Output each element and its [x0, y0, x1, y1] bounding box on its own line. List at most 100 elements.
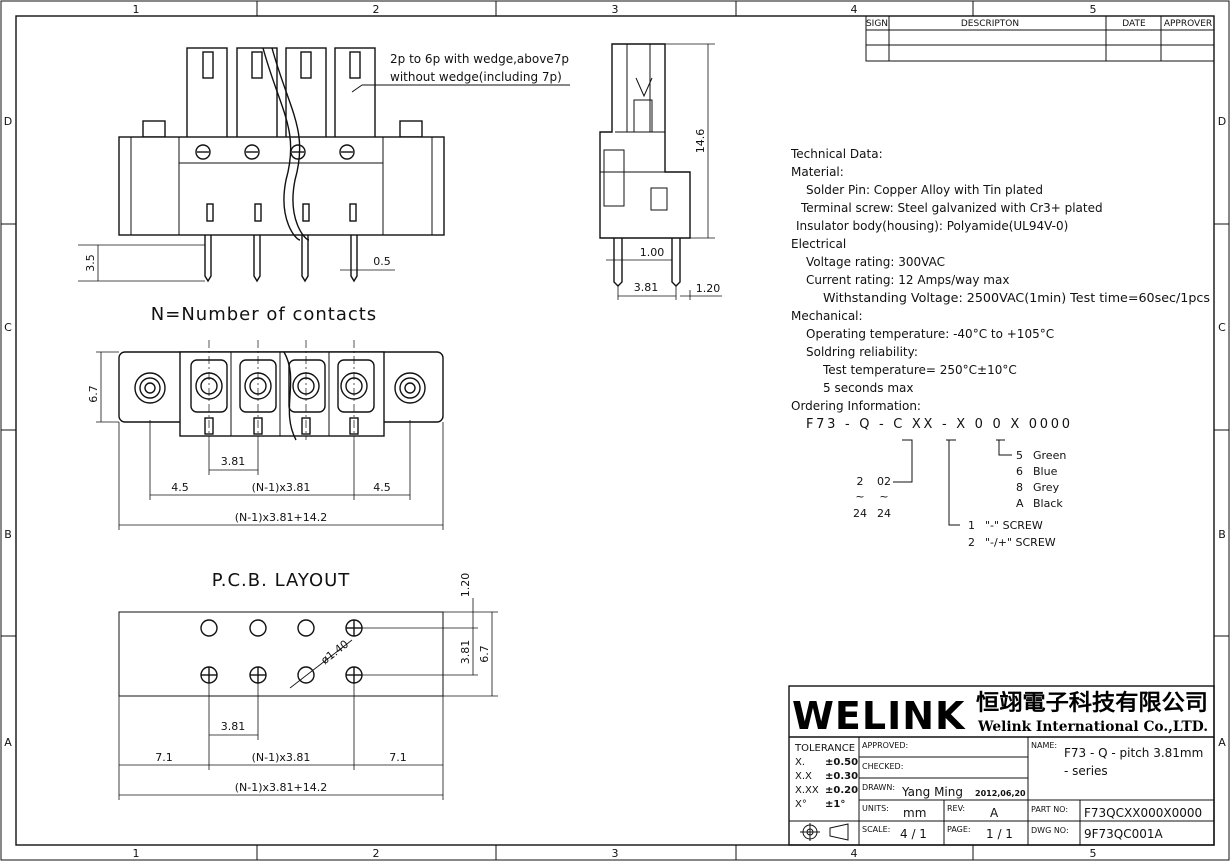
pins-to: 24: [853, 507, 867, 520]
col-number-5-bottom: 5: [1090, 847, 1097, 860]
side-view: 14.6 1.00 3.81 1.20: [599, 43, 722, 300]
pins-tilde: ~: [855, 490, 864, 503]
units-value: mm: [903, 806, 926, 820]
row-letter-c-right: C: [1218, 321, 1226, 334]
tech-line-10: Mechanical:: [791, 309, 863, 323]
col-number-2: 2: [373, 3, 380, 16]
pcb-layout-title: P.C.B. LAYOUT: [212, 570, 351, 591]
technical-data: Technical Data: Material: Solder Pin: Co…: [790, 147, 1210, 413]
col-number-2-bottom: 2: [373, 847, 380, 860]
color-name-2: Blue: [1033, 465, 1058, 478]
tech-line-4: Terminal screw: Steel galvanized with Cr…: [800, 201, 1103, 215]
rev-header-date: DATE: [1122, 19, 1146, 29]
pins-to-code: 24: [877, 507, 891, 520]
front-view: N=Number of contacts: [87, 304, 444, 530]
screw-option-1-num: 1: [968, 519, 975, 532]
approved-label: APPROVED:: [862, 741, 908, 750]
pins-from-code: 02: [877, 475, 891, 488]
dwgno-value: 9F73QC001A: [1084, 827, 1164, 841]
tech-line-3: Solder Pin: Copper Alloy with Tin plated: [806, 183, 1043, 197]
screw-option-1-label: "-" SCREW: [985, 519, 1043, 532]
top-view: 2p to 6p with wedge,above7p without wedg…: [78, 47, 570, 283]
row-letter-c: C: [4, 321, 12, 334]
tolerance-label: TOLERANCE: [794, 743, 855, 754]
dim-pcb-pitch: 3.81: [221, 720, 246, 733]
row-letter-d-right: D: [1218, 115, 1226, 128]
row-letter-d: D: [4, 115, 12, 128]
tech-line-14: 5 seconds max: [823, 381, 913, 395]
dim-side-height: 14.6: [694, 129, 707, 154]
rev-header-approver: APPROVER: [1164, 19, 1212, 29]
dim-pcb-right: 7.1: [389, 751, 407, 764]
col-number-4-bottom: 4: [851, 847, 858, 860]
row-letter-b-right: B: [1218, 528, 1226, 541]
tech-line-7: Voltage rating: 300VAC: [806, 255, 945, 269]
col-number-5: 5: [1090, 3, 1097, 16]
drawn-name: Yang Ming: [901, 785, 963, 799]
scale-label: SCALE:: [862, 825, 890, 834]
dim-pcb-mid: (N-1)x3.81: [252, 751, 311, 764]
color-code-1: 5: [1016, 449, 1023, 462]
color-code-4: A: [1016, 497, 1024, 510]
rev-label: REV:: [947, 804, 965, 813]
dim-pcb-hole: ø1.40: [319, 638, 352, 667]
front-view-caption: N=Number of contacts: [151, 304, 377, 325]
projection-symbol-icon: [800, 823, 849, 841]
color-name-3: Grey: [1033, 481, 1060, 494]
company-name-cn: 恒翊電子科技有限公司: [976, 690, 1208, 716]
col-number-3-bottom: 3: [612, 847, 619, 860]
dim-front-left: 4.5: [171, 481, 189, 494]
ordering-code: F73 - Q - C XX - X 0 0 X 0000: [806, 417, 1070, 432]
dim-side-pitch: 3.81: [634, 281, 659, 294]
col-number-4: 4: [851, 3, 858, 16]
dim-side-pin: 1.00: [640, 246, 665, 259]
dim-pin-length: 3.5: [84, 254, 97, 272]
col-number-1: 1: [133, 3, 140, 16]
dim-pin-width: 0.5: [373, 255, 391, 268]
rev-value: A: [990, 806, 999, 820]
page-label: PAGE:: [947, 825, 971, 834]
color-code-3: 8: [1016, 481, 1023, 494]
col-number-3: 3: [612, 3, 619, 16]
col-number-1-bottom: 1: [133, 847, 140, 860]
brand-logo: WELINK: [792, 694, 966, 738]
dim-pcb-row: 3.81: [459, 640, 472, 665]
tech-line-8: Current rating: 12 Amps/way max: [806, 273, 1009, 287]
tech-line-6: Electrical: [791, 237, 846, 251]
dim-pcb-left: 7.1: [155, 751, 173, 764]
company-name-en: Welink International Co.,LTD.: [977, 719, 1208, 735]
wedge-note-line2: without wedge(including 7p): [390, 70, 562, 84]
drawn-date: 2012,06,20: [975, 789, 1026, 798]
dim-pcb-top: 1.20: [459, 573, 472, 598]
tol-val-2: ±0.30: [825, 771, 858, 782]
dim-front-total: (N-1)x3.81+14.2: [235, 511, 328, 524]
title-block: WELINK 恒翊電子科技有限公司 Welink International C…: [788, 685, 1215, 846]
units-label: UNITS:: [862, 804, 889, 813]
pins-tilde-2: ~: [879, 490, 888, 503]
name-label: NAME:: [1031, 741, 1057, 750]
tech-line-12: Soldring reliability:: [806, 345, 918, 359]
drawn-label: DRAWN:: [862, 783, 895, 792]
pcb-layout: P.C.B. LAYOUT ø1.40 1.20 3.81 6.7: [118, 570, 498, 800]
tol-val-1: ±0.50: [825, 757, 858, 768]
checked-label: CHECKED:: [862, 762, 903, 771]
tol-key-1: X.: [795, 757, 805, 768]
wedge-note-line1: 2p to 6p with wedge,above7p: [390, 52, 569, 66]
scale-value: 4 / 1: [900, 827, 927, 841]
dim-front-mid: (N-1)x3.81: [252, 481, 311, 494]
partno-value: F73QCXX000X0000: [1084, 806, 1202, 820]
pins-from: 2: [857, 475, 864, 488]
dim-pcb-total: (N-1)x3.81+14.2: [235, 781, 328, 794]
tol-key-2: X.X: [795, 771, 812, 782]
dim-front-height: 6.7: [87, 385, 100, 403]
tol-key-4: X°: [795, 799, 807, 810]
tech-line-5: Insulator body(housing): Polyamide(UL94V…: [796, 219, 1068, 233]
tol-val-3: ±0.20: [825, 785, 858, 796]
dwgno-label: DWG NO:: [1031, 826, 1069, 835]
tech-line-2: Material:: [791, 165, 844, 179]
rev-header-description: DESCRIPTON: [961, 19, 1019, 29]
row-letter-a-right: A: [1218, 736, 1226, 749]
color-code-2: 6: [1016, 465, 1023, 478]
